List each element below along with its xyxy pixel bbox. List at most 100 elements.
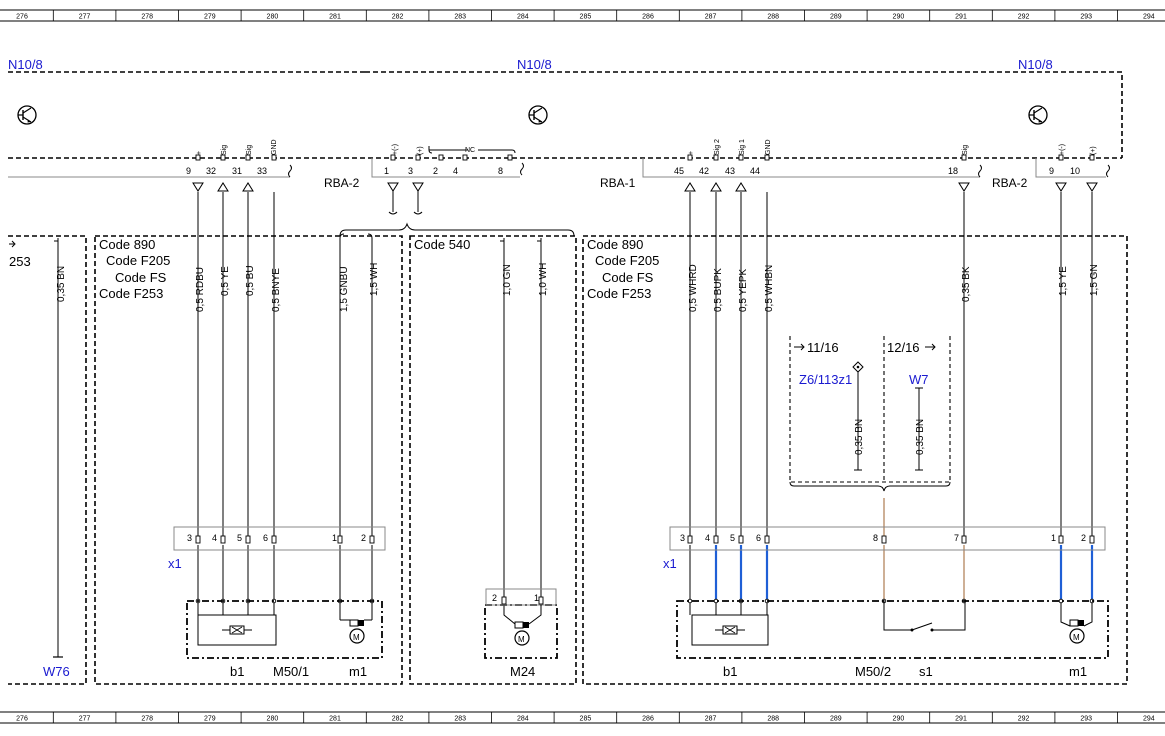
column-number: 288 <box>767 716 779 723</box>
wire-label: 0,35 BK <box>961 266 972 302</box>
component-label: b1 <box>723 664 737 679</box>
code-label: Code F205 <box>595 253 659 268</box>
column-number: 286 <box>642 14 654 21</box>
nc-bracket <box>428 146 516 154</box>
motor-letter: M <box>518 635 525 644</box>
pin-number: 1 <box>1051 533 1056 543</box>
code-label: Code FS <box>115 270 167 285</box>
column-number: 280 <box>267 716 279 723</box>
section-brace <box>339 222 575 237</box>
component-label: M24 <box>510 664 535 679</box>
column-number: 294 <box>1143 716 1155 723</box>
code-label: Code 890 <box>99 237 155 252</box>
reference-box <box>789 336 951 483</box>
sensor-housing-left <box>197 614 277 646</box>
connector-housing-rba1 <box>642 158 980 178</box>
pin-signal: + <box>688 151 695 155</box>
wire-label: 0,35 BN <box>56 266 67 302</box>
module-outline <box>8 71 1123 159</box>
pin-number: 10 <box>1070 166 1080 176</box>
reference-brace <box>789 481 951 492</box>
motor-letter: M <box>353 633 360 642</box>
sensor-icon <box>714 625 746 635</box>
module-pin-stubs <box>195 154 1095 161</box>
pin-signal: (+) <box>417 146 424 155</box>
column-number: 276 <box>16 14 28 21</box>
pin-number: 6 <box>756 533 761 543</box>
pin-number: 42 <box>699 166 709 176</box>
rba2-left-label: RBA-2 <box>324 176 360 190</box>
column-number: 284 <box>517 14 529 21</box>
connector-break <box>978 164 982 178</box>
component-label: M50/2 <box>855 664 891 679</box>
column-number: 282 <box>392 716 404 723</box>
pin-number: 45 <box>674 166 684 176</box>
pin-signal: GND <box>765 139 772 155</box>
pin-number: 7 <box>954 533 959 543</box>
column-number: 294 <box>1143 14 1155 21</box>
module-label-center: N10/8 <box>517 57 552 72</box>
nc-label: NC <box>465 147 475 154</box>
column-number: 285 <box>580 716 592 723</box>
column-number: 281 <box>329 716 341 723</box>
far-left-code: 253 <box>9 254 31 269</box>
column-number: 277 <box>79 14 91 21</box>
component-box-m50-2 <box>676 600 1109 659</box>
pin-number: 5 <box>730 533 735 543</box>
module-label-right: N10/8 <box>1018 57 1053 72</box>
x1-pin-numbers: 3 4 5 6 1 2 3 4 5 6 8 7 1 2 <box>187 533 1086 543</box>
column-number: 287 <box>705 716 717 723</box>
wire-label: 1,5 WH <box>369 263 380 296</box>
wire-label: 0,5 BNYE <box>271 268 282 312</box>
pin-number: 3 <box>408 166 413 176</box>
pin-signal: (+) <box>1090 146 1097 155</box>
column-number: 288 <box>767 14 779 21</box>
column-number: 277 <box>79 716 91 723</box>
connector-housing-rba2-right <box>1035 158 1106 178</box>
pin-number: 2 <box>492 593 497 603</box>
column-number: 278 <box>141 716 153 723</box>
wire-label: 1,0 GN <box>502 264 513 296</box>
pin-signal: Sig <box>962 145 969 155</box>
wire-label: 0,35 BN <box>854 419 865 455</box>
connector-break <box>520 162 524 176</box>
column-number: 293 <box>1080 716 1092 723</box>
component-label: m1 <box>1069 664 1087 679</box>
pin-signal: + <box>196 151 203 155</box>
column-number: 285 <box>580 14 592 21</box>
column-number: 292 <box>1018 14 1030 21</box>
code-label: Code F205 <box>106 253 170 268</box>
column-number: 283 <box>454 14 466 21</box>
continuation-arrow <box>9 240 16 248</box>
code-label: Code 890 <box>587 237 643 252</box>
pin-number: 1 <box>534 593 539 603</box>
unused-pin-terminator <box>388 191 423 215</box>
column-number: 279 <box>204 716 216 723</box>
column-number: 290 <box>893 716 905 723</box>
column-number: 289 <box>830 716 842 723</box>
rba2-right-label: RBA-2 <box>992 176 1028 190</box>
section-box-middle <box>409 235 577 685</box>
pin-signal: +(-) <box>392 144 399 155</box>
column-number: 291 <box>955 14 967 21</box>
column-number: 278 <box>141 14 153 21</box>
module-label-left: N10/8 <box>8 57 43 72</box>
pin-signal: +(-) <box>1059 144 1066 155</box>
pin-number: 3 <box>187 533 192 543</box>
wire-label: 1,5 GNBU <box>339 266 350 312</box>
splice-label: Z6/113z1 <box>799 372 852 387</box>
page-ref-b: 12/16 <box>887 340 920 355</box>
pin-number: 5 <box>237 533 242 543</box>
column-number: 283 <box>454 716 466 723</box>
section-box-left <box>94 235 403 685</box>
component-label: s1 <box>919 664 933 679</box>
pin-signal: Sig <box>246 145 253 155</box>
pin-number: 8 <box>873 533 878 543</box>
transistor-icon <box>17 105 37 125</box>
pin-number: 4 <box>453 166 458 176</box>
m24-connector <box>485 588 557 606</box>
x1-label-left: x1 <box>168 556 182 571</box>
motor-icon: M <box>514 621 530 646</box>
